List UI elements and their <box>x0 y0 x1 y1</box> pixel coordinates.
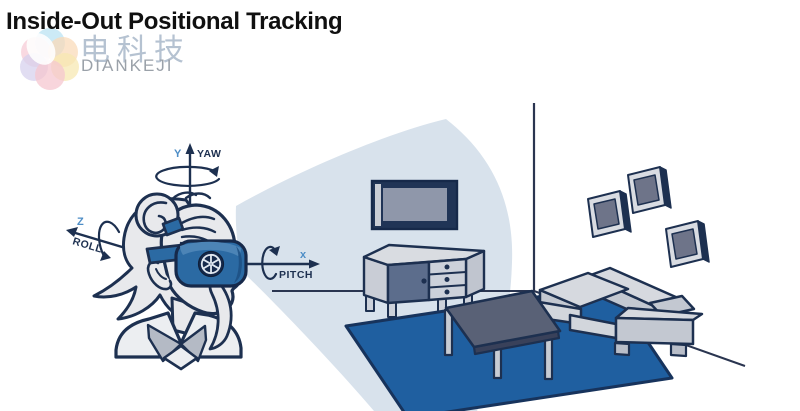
headset-top-highlight <box>180 241 241 256</box>
headset-side-shade <box>234 246 242 283</box>
couch-leg <box>669 342 688 358</box>
dresser-top <box>362 243 486 267</box>
frame-picture <box>633 174 660 206</box>
collar-lapel-left <box>146 323 183 363</box>
user-bust <box>92 191 248 371</box>
roll-rotation-arrow <box>97 220 121 258</box>
picture-frame-2 <box>627 166 672 214</box>
drawer-divider <box>428 271 467 276</box>
user-hair-side-lock <box>208 274 233 351</box>
y-axis-arrowhead <box>185 143 195 154</box>
tv <box>370 179 459 231</box>
couch-back-left-top <box>538 271 630 309</box>
x-axis-arrowhead <box>309 259 320 269</box>
picture-frame-3 <box>665 220 710 268</box>
coffee-table <box>443 289 562 381</box>
page-title: Inside-Out Positional Tracking <box>6 8 343 35</box>
watermark-text-en: DIANKEJI <box>81 56 174 75</box>
yaw-arrowhead <box>209 166 219 177</box>
ponytail-spiral <box>142 201 168 235</box>
roll-arrowhead <box>100 251 111 261</box>
diankeji-logo <box>20 28 79 90</box>
drawer-knob <box>444 277 450 282</box>
door-knob <box>421 278 427 284</box>
ear-inner-line <box>155 268 167 280</box>
aperture-icon <box>197 250 225 278</box>
pitch-arrowhead <box>269 246 280 256</box>
z-axis-arrowhead <box>66 227 78 237</box>
drawer-divider <box>428 284 467 289</box>
couch-armrest-face <box>614 316 695 346</box>
picture-frame-1 <box>587 190 632 238</box>
frame-picture <box>593 198 620 230</box>
tv-screen <box>383 188 447 221</box>
user-torso <box>114 311 243 359</box>
drawer-knob <box>444 289 450 295</box>
dresser <box>362 243 486 318</box>
drawer-knob <box>444 264 450 270</box>
logo-petal <box>35 60 65 90</box>
watermark-text-cn: 电科技 <box>80 34 191 67</box>
table-top <box>444 289 562 349</box>
frame-picture <box>671 228 698 260</box>
x-axis-label: x <box>300 249 307 261</box>
z-axis-label: Z <box>77 216 84 228</box>
collar-cross <box>162 344 199 371</box>
yaw-label: YAW <box>197 148 221 160</box>
y-axis-label: Y <box>174 148 182 160</box>
pitch-rotation-arrow <box>261 245 278 280</box>
logo-notch <box>26 33 56 65</box>
collar-lapel-right <box>179 324 208 363</box>
couch-leg <box>613 341 631 357</box>
headset-top-strap <box>161 216 185 237</box>
pitch-label: PITCH <box>279 269 313 281</box>
tv-side-edge <box>375 184 381 226</box>
yaw-rotation-arrow <box>155 165 221 187</box>
